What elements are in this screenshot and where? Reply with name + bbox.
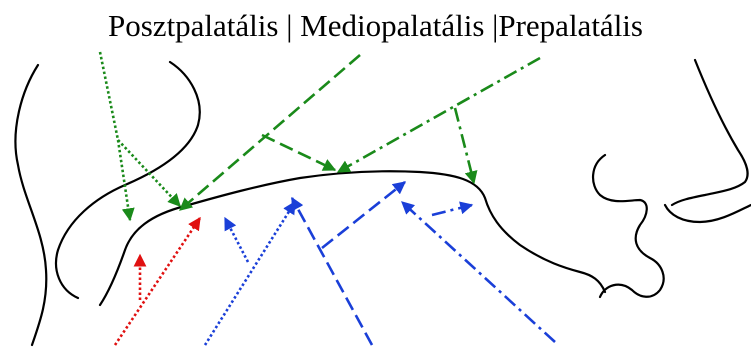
blue-dotted-arrow-2 <box>225 218 248 262</box>
blue-dotted-arrows <box>205 202 295 345</box>
tongue-surface-outline <box>100 171 605 305</box>
red-arrow-1 <box>115 218 200 345</box>
velum-outline <box>56 62 200 298</box>
blue-dashed-arrow-2 <box>322 182 405 248</box>
red-arrows <box>115 218 200 345</box>
posztpalatalis-arrows <box>100 52 180 220</box>
lower-lip-outline <box>665 205 751 222</box>
blue-dashed-arrows <box>292 182 405 345</box>
upper-lip-outline <box>672 60 748 205</box>
posztpalatalis-stem <box>100 52 118 140</box>
mediopalatalis-arrows <box>180 55 360 210</box>
blue-dashdot-arrows <box>402 202 555 342</box>
mediopalatalis-arrow-2 <box>262 135 335 170</box>
blue-dashdot-arrow-1 <box>402 202 555 342</box>
blue-dashdot-arrow-2 <box>432 205 472 215</box>
blue-dotted-arrow-1 <box>205 202 295 345</box>
prepalatalis-arrows <box>338 58 540 183</box>
mediopalatalis-arrow-1 <box>180 55 360 210</box>
prepalatalis-arrow-1 <box>338 58 540 172</box>
blue-dashed-arrow-1 <box>292 198 372 345</box>
prepalatalis-arrow-2 <box>455 108 474 183</box>
teeth-outline <box>593 155 664 297</box>
pharynx-back-outline <box>15 65 46 345</box>
